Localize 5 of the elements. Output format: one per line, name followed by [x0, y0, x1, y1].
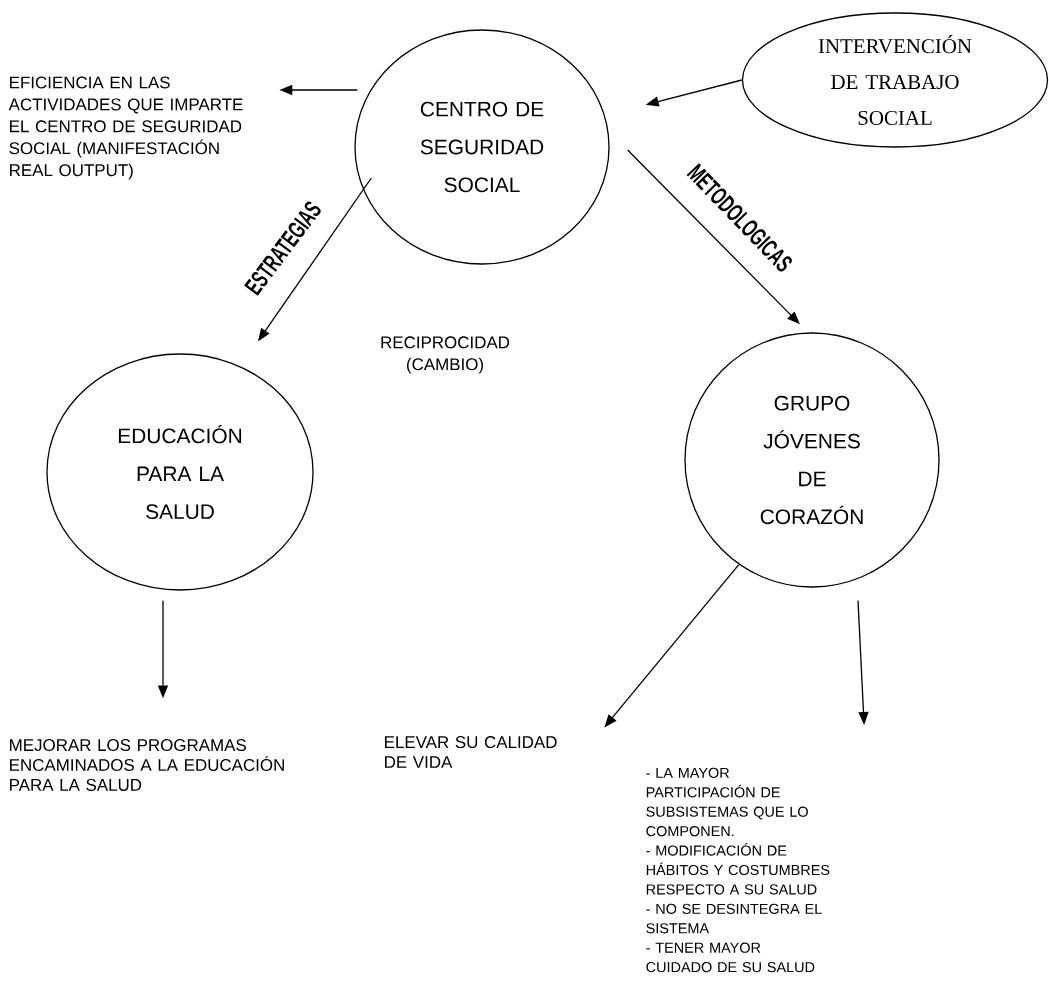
result-list: - LA MAYOR PARTICIPACIÓN DE SUBSISTEMAS QUE LO COMPONEN. - MODIFICACIÓN DE HÁBITOS Y COSTUMBRES RESPECTO A SU SALUD - NO SE DESINTEGRA EL SISTEMA - TENER MAYOR CUIDADO DE SU SALUD	[646, 767, 830, 973]
annotation-text: EFICIENCIA EN LAS ACTIVIDADES QUE IMPARTE EL CENTRO DE SEGURIDAD SOCIAL (MANIFESTACIÓN REAL OUTPUT)	[8, 76, 243, 180]
result-text: MEJORAR LOS PROGRAMAS ENCAMINADOS A LA EDUCACIÓN PARA LA SALUD	[10, 739, 284, 791]
note-text: RECIPROCIDAD (CAMBIO)	[381, 336, 510, 374]
result-text: ELEVAR SU CALIDAD DE VIDA	[385, 736, 557, 768]
